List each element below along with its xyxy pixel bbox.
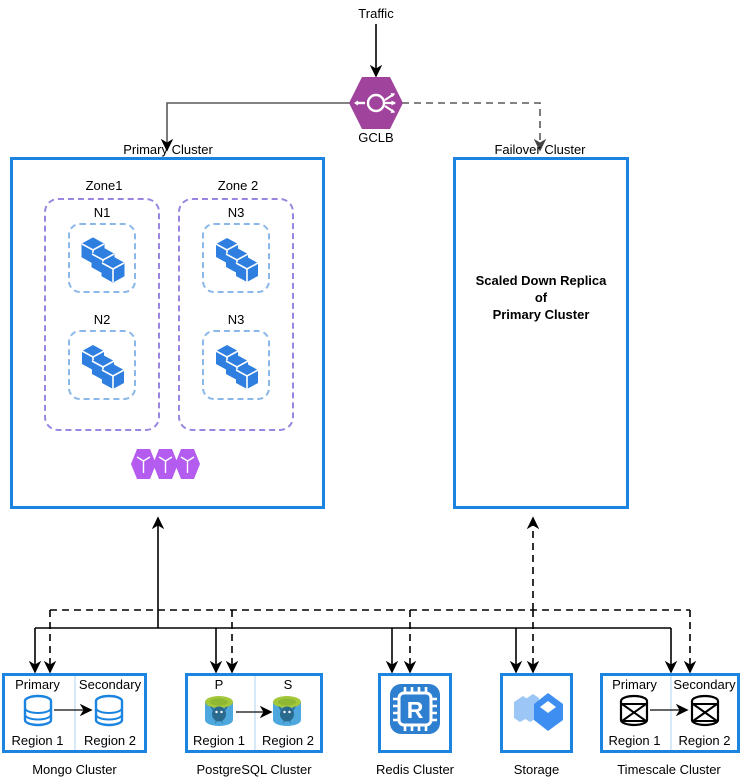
failover-body-line-2: of [534, 290, 548, 305]
edge-postgres-replication [236, 705, 273, 719]
gclb-icon [349, 77, 403, 129]
postgres-secondary-role: S [283, 677, 293, 692]
timescale-region-divider [670, 676, 672, 750]
redis-cluster-caption: Redis Cluster [375, 762, 455, 777]
timescale-region-2: Region 2 [678, 733, 731, 748]
node-n3-b-label: N3 [227, 312, 245, 327]
timescale-region-1: Region 1 [608, 733, 661, 748]
mongo-region-1: Region 1 [11, 733, 64, 748]
cube-stack-icon [215, 345, 259, 389]
edge-mongo-replication [54, 703, 93, 717]
postgres-primary-role: P [214, 677, 224, 692]
node-n3-a-label: N3 [227, 205, 245, 220]
node-n1-label: N1 [93, 205, 111, 220]
postgresql-icon [205, 696, 233, 726]
node-n2-box[interactable] [68, 330, 136, 400]
node-n3-b-box[interactable] [202, 330, 270, 400]
edge-timescale-replication [650, 703, 689, 717]
mongo-region-divider [74, 676, 76, 750]
postgres-cluster-caption: PostgreSQL Cluster [196, 762, 312, 777]
hexagon-cube-group-icon [131, 449, 200, 479]
node-n2-label: N2 [93, 312, 111, 327]
gclb-label: GCLB [358, 130, 394, 145]
zone-1-box[interactable] [44, 198, 160, 431]
zone-2-label: Zone 2 [217, 178, 259, 193]
svg-text:R: R [407, 697, 424, 723]
node-n1-box[interactable] [68, 223, 136, 293]
mongo-secondary-role: Secondary [78, 677, 142, 692]
mongodb-icon [94, 694, 124, 727]
traffic-label: Traffic [358, 6, 394, 21]
cube-stack-icon [81, 237, 125, 283]
timescale-primary-role: Primary [612, 677, 657, 692]
failover-cluster-body: Scaled Down Replica of Primary Cluster [453, 272, 629, 323]
mongo-cluster-caption: Mongo Cluster [32, 762, 117, 777]
mongo-region-2: Region 2 [83, 733, 137, 748]
mongodb-icon [23, 694, 53, 727]
failover-body-line-1: Scaled Down Replica [475, 273, 607, 288]
cube-stack-icon [81, 345, 125, 389]
edge-gclb-to-failover [402, 102, 547, 152]
timescale-icon [690, 694, 720, 727]
redis-icon: R [390, 684, 440, 734]
node-n3-a-box[interactable] [202, 223, 270, 293]
timescale-icon [619, 694, 649, 727]
postgresql-icon [273, 696, 301, 726]
postgres-region-divider [254, 676, 256, 750]
postgres-region-2: Region 2 [261, 733, 315, 748]
postgres-region-1: Region 1 [192, 733, 246, 748]
edge-gclb-to-primary [160, 102, 352, 152]
failover-cluster-title: Failover Cluster [494, 142, 586, 157]
storage-bucket-icon [514, 693, 563, 731]
storage-caption: Storage [513, 762, 560, 777]
cube-stack-icon [215, 238, 259, 282]
primary-cluster-title: Primary Cluster [123, 142, 213, 157]
failover-cluster-box[interactable] [453, 157, 629, 509]
zone-2-box[interactable] [178, 198, 294, 431]
timescale-secondary-role: Secondary [673, 677, 736, 692]
zone-1-label: Zone1 [85, 178, 123, 193]
timescale-cluster-caption: Timescale Cluster [617, 762, 721, 777]
failover-body-line-3: Primary Cluster [492, 307, 590, 322]
mongo-primary-role: Primary [15, 677, 60, 692]
